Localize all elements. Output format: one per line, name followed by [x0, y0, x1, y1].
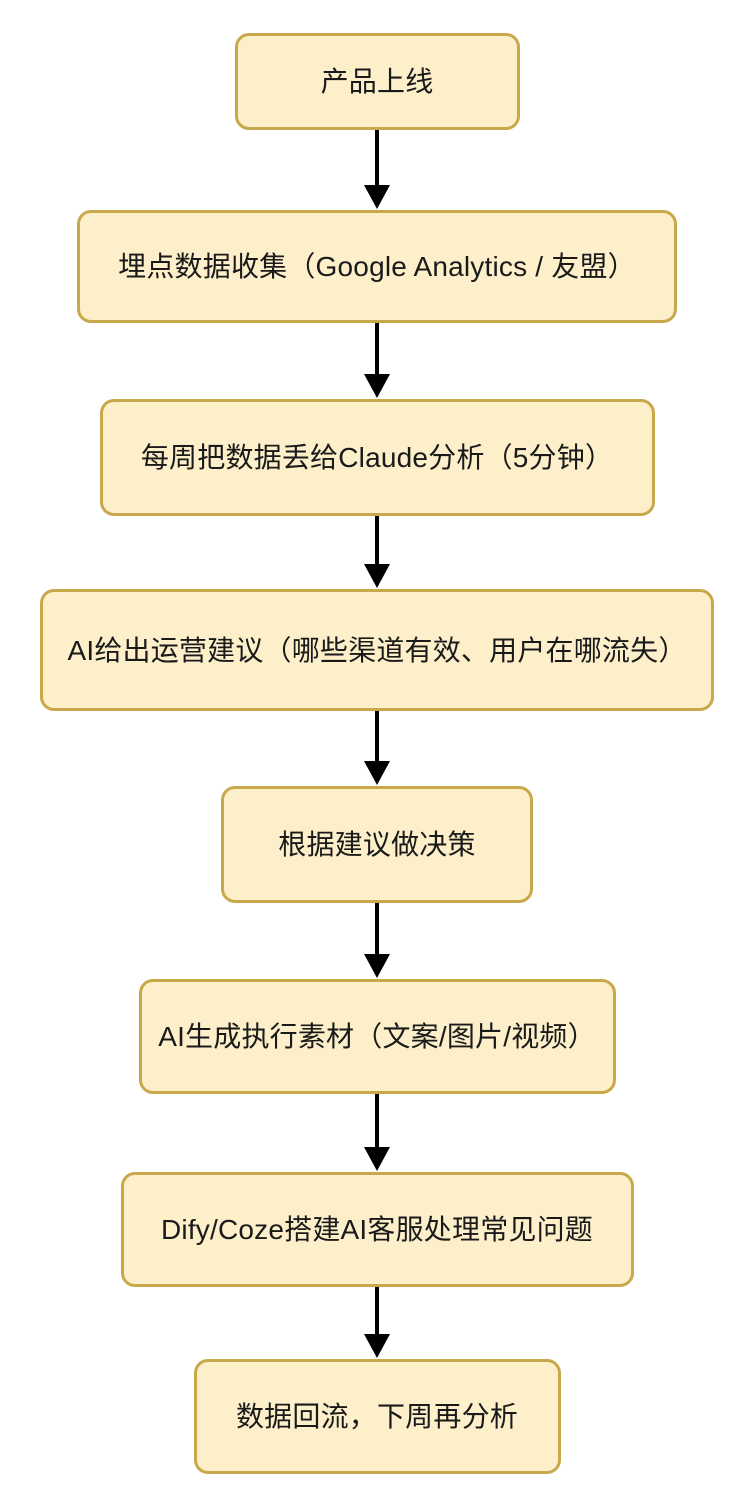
flowchart-node-4-label: AI给出运营建议（哪些渠道有效、用户在哪流失）: [67, 634, 687, 666]
flowchart-node-2-label: 埋点数据收集（Google Analytics / 友盟）: [118, 251, 636, 282]
flowchart-arrow-1: [357, 130, 397, 210]
flowchart-node-1-label: 产品上线: [320, 66, 434, 97]
flowchart-node-1[interactable]: 产品上线: [234, 33, 520, 130]
flowchart-node-6-label: AI生成执行素材（文案/图片/视频）: [158, 1021, 596, 1052]
flowchart-arrow-7: [357, 1287, 397, 1359]
flowchart-arrow-3: [357, 516, 397, 589]
flowchart-arrow-6: [357, 1094, 397, 1172]
flowchart-node-2[interactable]: 埋点数据收集（Google Analytics / 友盟）: [77, 210, 677, 323]
flowchart-node-4[interactable]: AI给出运营建议（哪些渠道有效、用户在哪流失）: [40, 589, 714, 711]
flowchart-node-6[interactable]: AI生成执行素材（文案/图片/视频）: [138, 979, 616, 1094]
flowchart-arrow-2: [357, 323, 397, 399]
flowchart-arrow-4: [357, 711, 397, 786]
flowchart-node-3-label: 每周把数据丢给Claude分析（5分钟）: [140, 442, 614, 473]
flowchart-node-7-label: Dify/Coze搭建AI客服处理常见问题: [160, 1214, 594, 1245]
flowchart-node-8[interactable]: 数据回流，下周再分析: [193, 1359, 561, 1474]
flowchart-node-7[interactable]: Dify/Coze搭建AI客服处理常见问题: [120, 1172, 634, 1287]
flowchart-node-5[interactable]: 根据建议做决策: [221, 786, 533, 903]
flowchart-node-3[interactable]: 每周把数据丢给Claude分析（5分钟）: [99, 399, 655, 516]
flowchart-node-8-label: 数据回流，下周再分析: [235, 1401, 518, 1432]
flowchart-arrow-5: [357, 903, 397, 979]
flowchart-node-5-label: 根据建议做决策: [278, 829, 476, 860]
